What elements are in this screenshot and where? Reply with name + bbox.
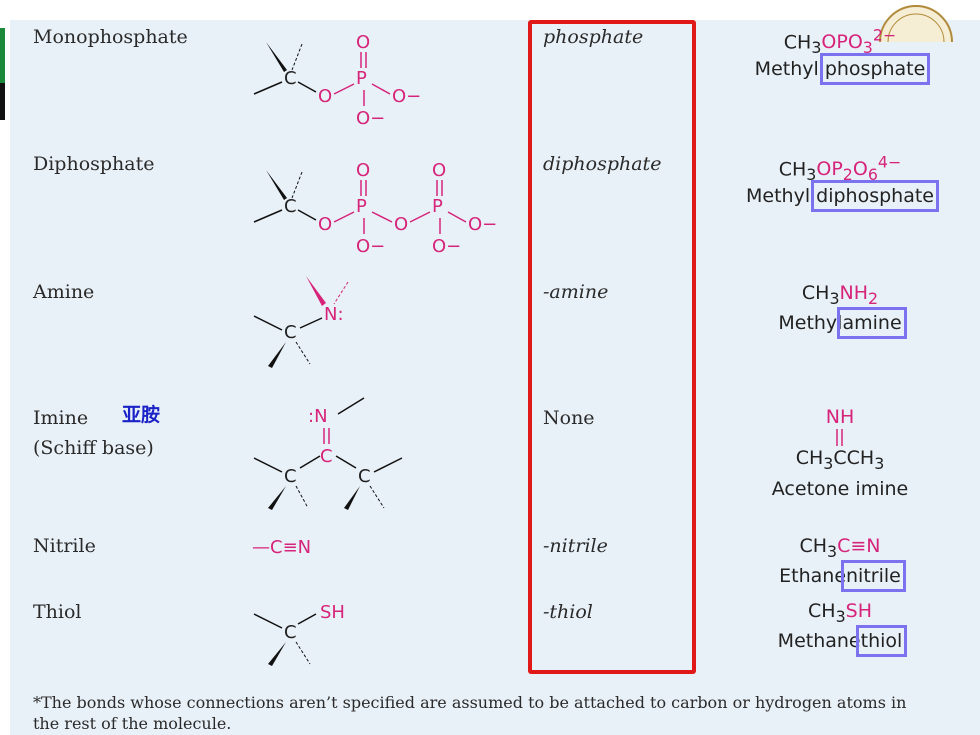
formula-methylamine: CH3NH2 bbox=[801, 282, 879, 308]
structure-thiol: SH C bbox=[253, 602, 345, 666]
example-methyl-phosphate: Methyl phosphate bbox=[754, 53, 931, 85]
group-name-schiff-base: (Schiff base) bbox=[33, 437, 154, 459]
example-highlight: phosphate bbox=[819, 53, 931, 85]
atom-p: P bbox=[356, 196, 367, 217]
formula-imine-nh: NH bbox=[825, 406, 855, 428]
suffix-amine: -amine bbox=[543, 281, 609, 303]
structure-imine: :N C C C bbox=[253, 397, 403, 510]
suffix-none: None bbox=[543, 407, 595, 429]
atom-o-minus: O− bbox=[356, 236, 385, 257]
example-methyl-diphosphate: Methyl diphosphate bbox=[746, 180, 939, 212]
atom-c: C bbox=[284, 622, 297, 643]
footnote: *The bonds whose connections aren’t spec… bbox=[33, 693, 907, 733]
group-name-imine: Imine bbox=[33, 407, 89, 429]
content-panel bbox=[10, 20, 980, 735]
left-edge-bar bbox=[0, 28, 10, 120]
imine-double-bond bbox=[836, 429, 843, 446]
example-methanethiol: Methanethiol bbox=[777, 625, 908, 657]
atom-c: C bbox=[284, 196, 297, 217]
atom-o-minus3: O− bbox=[468, 214, 497, 235]
example-highlight: thiol bbox=[855, 625, 908, 657]
atom-p: P bbox=[356, 68, 367, 89]
atom-o-bridge: O bbox=[394, 214, 408, 235]
nitrile-group: —C≡N bbox=[252, 537, 311, 558]
atom-o-top: O bbox=[356, 160, 370, 181]
structure-diphosphate: C O P O O− O P O O− O− bbox=[253, 160, 497, 257]
atom-o: O bbox=[318, 214, 332, 235]
suffix-column-highlight bbox=[528, 20, 696, 674]
structure-monophosphate: C O P O O− O− bbox=[253, 32, 421, 129]
example-methylamine: Methylamine bbox=[778, 307, 907, 339]
example-ethanenitrile: Ethanenitrile bbox=[779, 560, 906, 592]
atom-o-top: O bbox=[356, 32, 370, 53]
structure-nitrile: —C≡N bbox=[252, 537, 311, 558]
atom-o-minus-bottom: O− bbox=[356, 108, 385, 129]
formula-acetone-imine: CH3CCH3 bbox=[795, 447, 885, 473]
atom-sh: SH bbox=[320, 602, 345, 623]
group-name-amine: Amine bbox=[33, 281, 95, 303]
suffix-nitrile: -nitrile bbox=[543, 535, 608, 557]
group-name-thiol: Thiol bbox=[33, 601, 82, 623]
example-highlight: amine bbox=[837, 307, 907, 339]
atom-c-center: C bbox=[320, 446, 333, 467]
group-name-diphosphate: Diphosphate bbox=[33, 153, 155, 175]
suffix-diphosphate: diphosphate bbox=[543, 153, 662, 175]
atom-c: C bbox=[284, 68, 297, 89]
atom-o: O bbox=[318, 86, 332, 107]
atom-c-left: C bbox=[284, 466, 297, 487]
atom-p2: P bbox=[432, 196, 443, 217]
group-name-nitrile: Nitrile bbox=[33, 535, 96, 557]
atom-o-minus2: O− bbox=[432, 236, 461, 257]
example-highlight: diphosphate bbox=[811, 180, 939, 212]
atom-o-top2: O bbox=[432, 160, 446, 181]
atom-o-minus: O− bbox=[392, 86, 421, 107]
atom-n-imine: :N bbox=[308, 406, 328, 427]
group-name-monophosphate: Monophosphate bbox=[33, 26, 188, 48]
example-highlight: nitrile bbox=[841, 560, 906, 592]
formula-methyl-phosphate: CH3OPO32− bbox=[783, 26, 897, 58]
suffix-thiol: -thiol bbox=[543, 601, 593, 623]
suffix-phosphate: phosphate bbox=[543, 26, 644, 48]
formula-methyl-diphosphate: CH3OP2O64− bbox=[778, 153, 902, 185]
atom-c-right: C bbox=[358, 466, 371, 487]
atom-n: N: bbox=[324, 304, 344, 325]
formula-methanethiol: CH3SH bbox=[808, 600, 872, 626]
atom-c: C bbox=[284, 322, 297, 343]
seal-logo-icon bbox=[879, 5, 953, 43]
structure-amine: N: C bbox=[253, 276, 349, 368]
example-acetone-imine: Acetone imine bbox=[771, 478, 909, 500]
imine-chinese-label: 亚胺 bbox=[122, 404, 161, 426]
formula-ethanenitrile: CH3C≡N bbox=[799, 535, 881, 561]
